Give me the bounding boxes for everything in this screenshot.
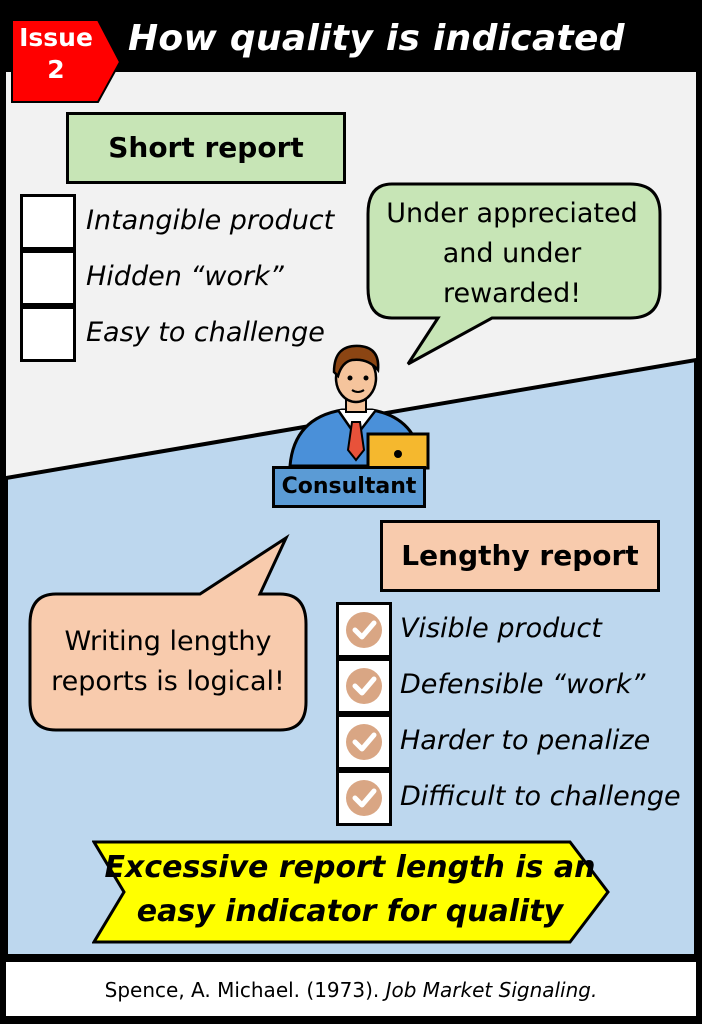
lengthy-item: Difficult to challenge xyxy=(400,781,681,812)
page-title: How quality is indicated xyxy=(128,18,625,59)
conclusion-banner xyxy=(92,840,610,944)
footer: Spence, A. Michael. (1973). Job Market S… xyxy=(6,962,696,1016)
checkbox-empty xyxy=(20,194,76,250)
citation-author: Spence, A. Michael. (1973). xyxy=(104,978,386,1002)
lengthy-item: Visible product xyxy=(400,613,602,644)
checkbox-checked xyxy=(336,658,392,714)
conclusion-line: Excessive report length is an xyxy=(104,850,596,885)
bubble-line: Under appreciated xyxy=(386,198,638,229)
bubble-line: rewarded! xyxy=(442,278,582,309)
bubble-line: reports is logical! xyxy=(51,666,285,697)
speech-bubble-bottom-text: Writing lengthy reports is logical! xyxy=(40,622,296,702)
checkbox-empty xyxy=(20,250,76,306)
issue-badge-label: Issue 2 xyxy=(10,22,102,86)
checkbox-empty xyxy=(20,306,76,362)
short-item: Easy to challenge xyxy=(86,317,325,348)
bubble-line: Writing lengthy xyxy=(64,626,272,657)
lengthy-item: Defensible “work” xyxy=(400,669,646,700)
short-item: Intangible product xyxy=(86,205,335,236)
check-icon xyxy=(346,612,382,648)
check-icon xyxy=(346,780,382,816)
issue-badge xyxy=(11,19,122,103)
conclusion-text: Excessive report length is an easy indic… xyxy=(100,846,600,934)
speech-bubble-top xyxy=(366,182,662,366)
check-icon xyxy=(346,724,382,760)
consultant-label: Consultant xyxy=(272,466,426,508)
issue-label: Issue xyxy=(19,23,93,52)
issue-number: 2 xyxy=(47,55,65,84)
short-report-title: Short report xyxy=(66,112,346,184)
check-icon xyxy=(346,668,382,704)
speech-bubble-top-text: Under appreciated and under rewarded! xyxy=(372,194,652,314)
speech-bubble-bottom xyxy=(28,534,308,732)
conclusion-line: easy indicator for quality xyxy=(136,894,564,929)
bubble-line: and under xyxy=(442,238,582,269)
lengthy-report-title: Lengthy report xyxy=(380,520,660,592)
citation: Spence, A. Michael. (1973). Job Market S… xyxy=(6,978,696,1002)
lengthy-item: Harder to penalize xyxy=(400,725,651,756)
citation-title: Job Market Signaling. xyxy=(385,978,598,1002)
short-item: Hidden “work” xyxy=(86,261,284,292)
consultant-figure xyxy=(288,344,430,470)
